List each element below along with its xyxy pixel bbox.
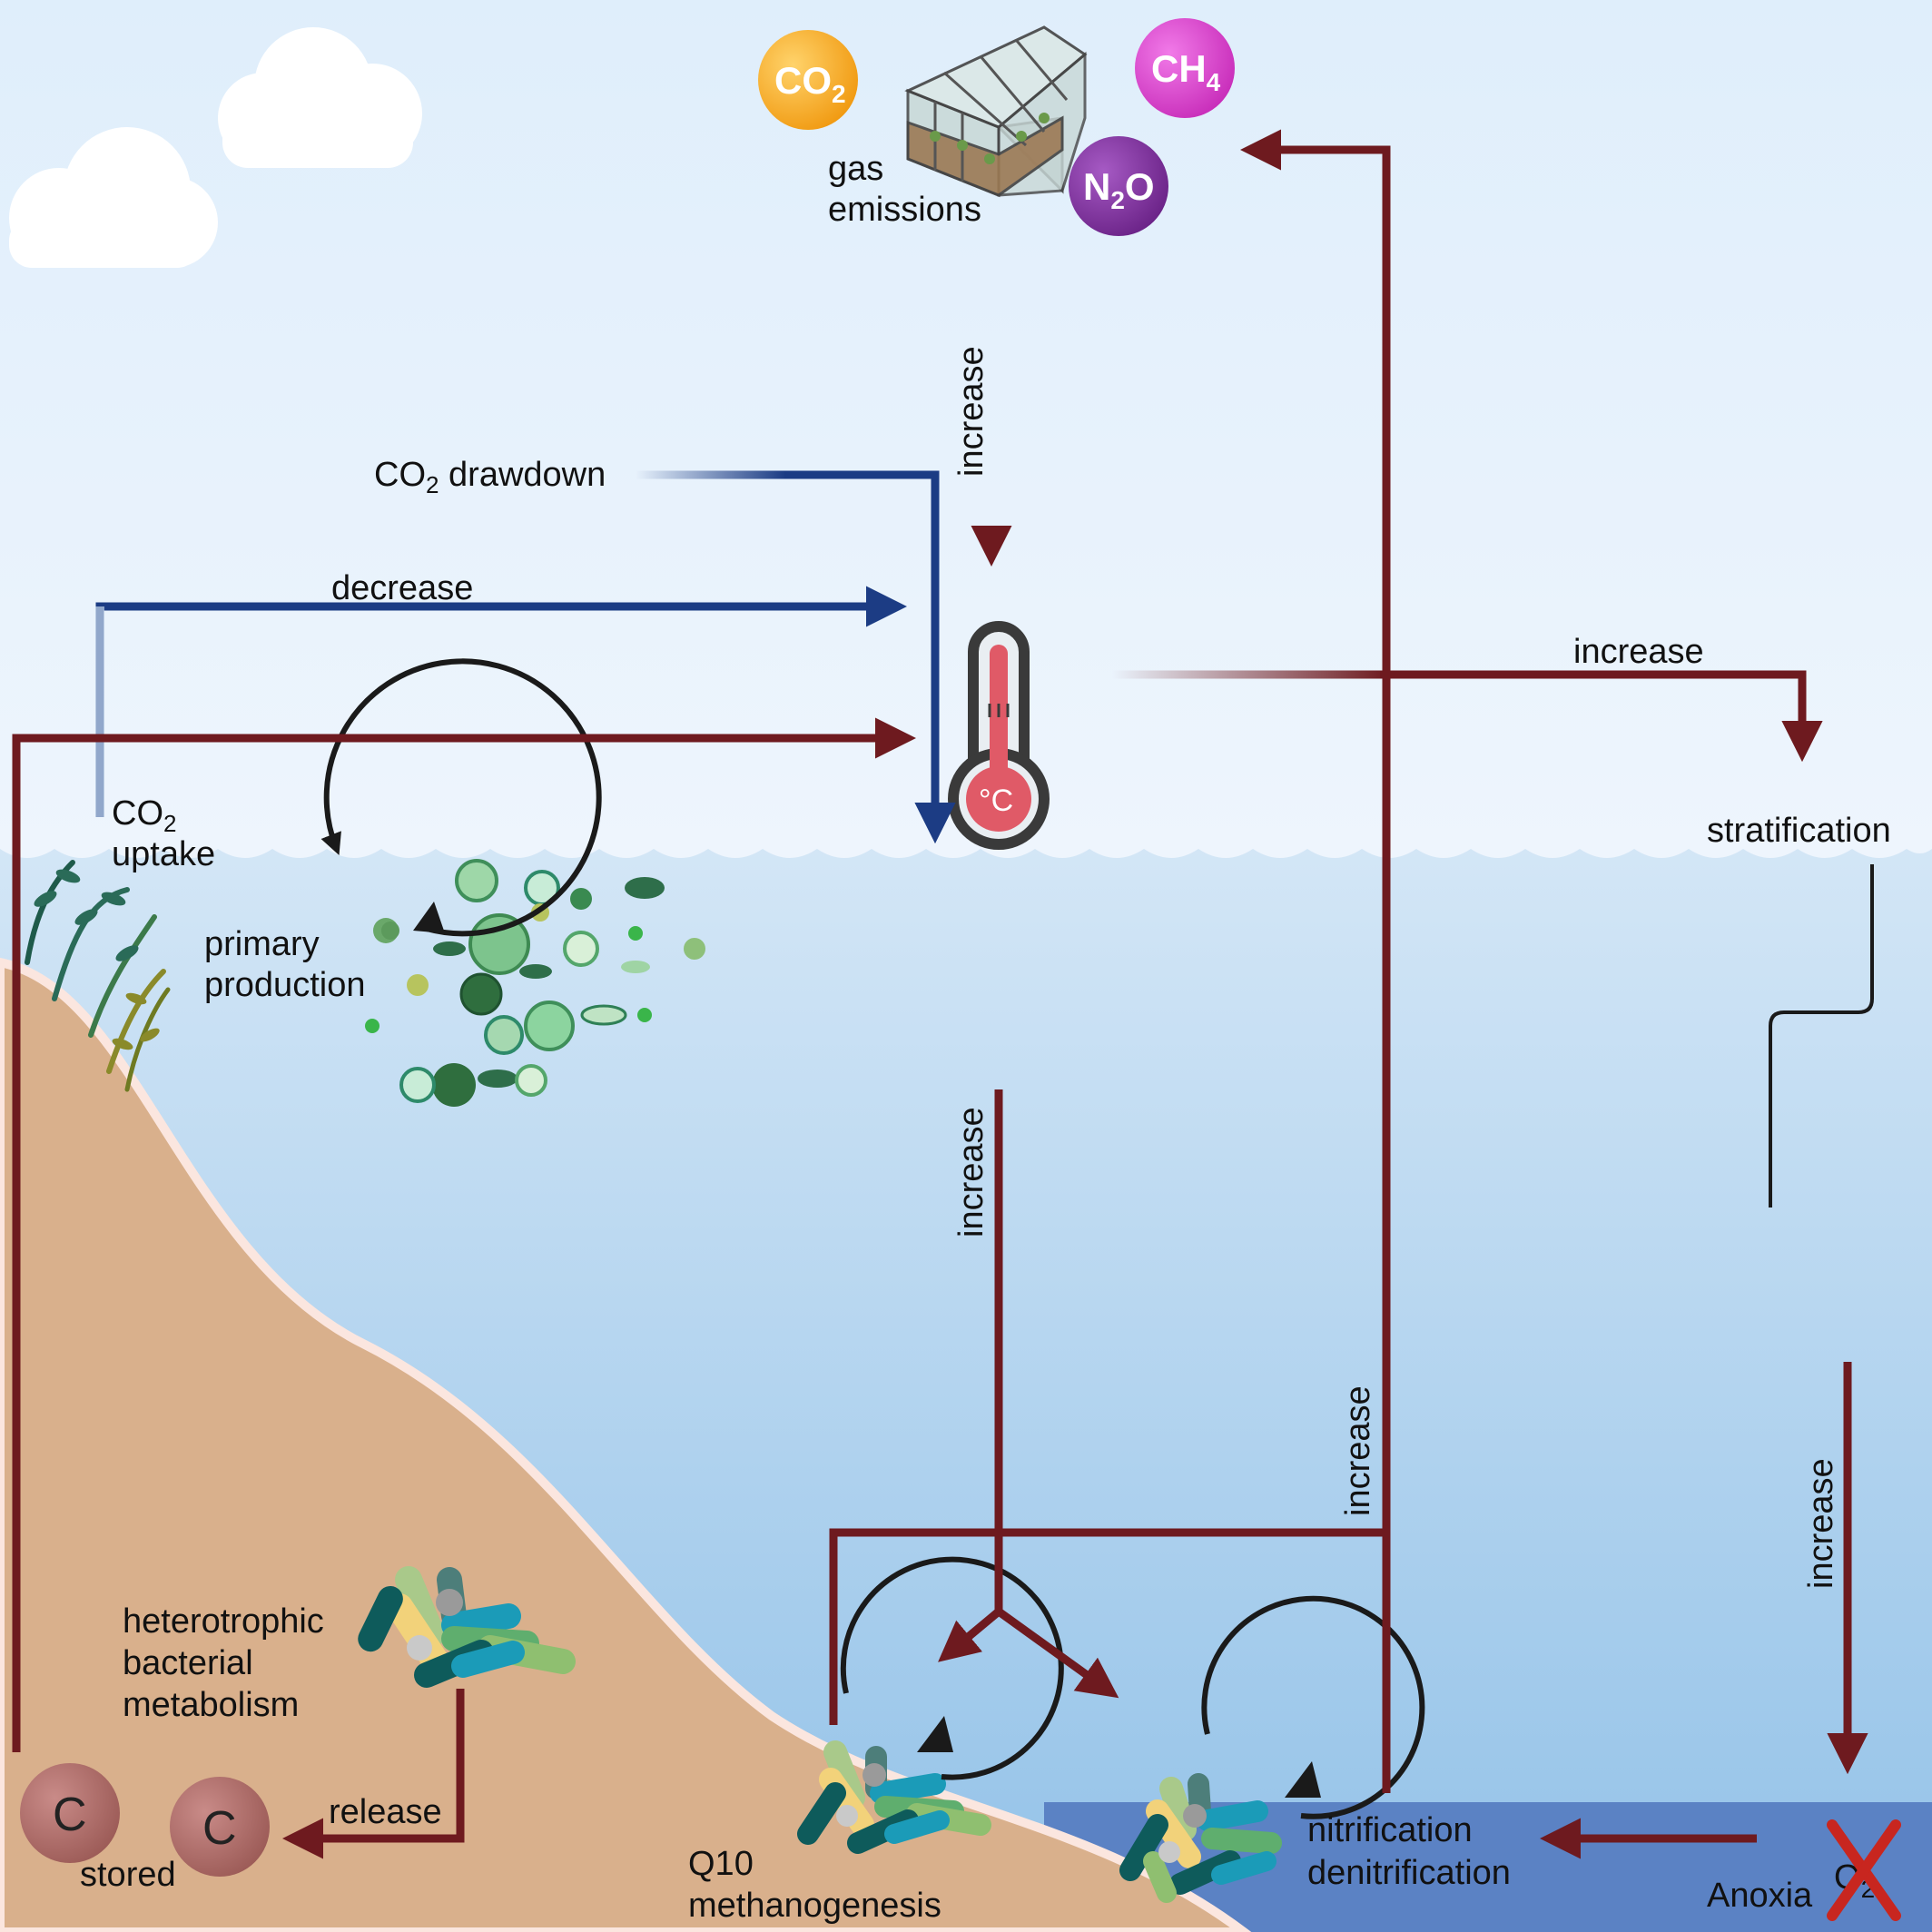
increase-label: increase bbox=[952, 1107, 991, 1237]
nitrification-denitrification-label: denitrification bbox=[1307, 1854, 1511, 1892]
svg-text:CO2: CO2 bbox=[774, 59, 846, 108]
nitrification-denitrification-label: nitrification bbox=[1307, 1811, 1473, 1849]
bacteria-cluster-icon bbox=[797, 1740, 991, 1854]
heterotrophic-metabolism-label: heterotrophic bbox=[123, 1602, 324, 1641]
cloud-icon bbox=[9, 27, 422, 268]
ch4-gas-bubble-icon: CH4 bbox=[1135, 18, 1235, 118]
q10-methanogenesis-label: Q10 bbox=[688, 1845, 754, 1883]
anoxia-label: Anoxia bbox=[1707, 1877, 1813, 1915]
q10-to-emissions-connector bbox=[829, 1528, 1386, 1725]
increase-label: increase bbox=[952, 346, 991, 477]
phytoplankton-cluster-icon bbox=[365, 859, 705, 1107]
co2-uptake-label: CO2 bbox=[112, 794, 176, 837]
release-label: release bbox=[329, 1793, 442, 1831]
q10-methanogenesis-label: methanogenesis bbox=[688, 1887, 941, 1925]
co2-drawdown-label: CO2 drawdown bbox=[374, 456, 606, 498]
thermometer-unit-label: °C bbox=[979, 784, 1013, 818]
released-carbon-icon: C bbox=[170, 1777, 270, 1877]
nitrification-cycle-arrowhead bbox=[1285, 1761, 1321, 1798]
bacteria-cluster-icon bbox=[358, 1566, 576, 1688]
bacteria-cluster-icon bbox=[1119, 1773, 1282, 1903]
sediment-to-temperature-arrow bbox=[12, 717, 916, 1752]
primary-production-label: production bbox=[204, 966, 365, 1004]
increase-label: increase bbox=[1802, 1458, 1840, 1589]
q10-cycle-arrow bbox=[840, 1556, 1064, 1780]
svg-text:C: C bbox=[53, 1789, 87, 1841]
increase-label: increase bbox=[1339, 1385, 1377, 1516]
stored-carbon-icon: C bbox=[20, 1763, 120, 1863]
q10-cycle-arrowhead bbox=[917, 1716, 953, 1752]
svg-text:CH4: CH4 bbox=[1151, 47, 1221, 96]
primary-production-label: primary bbox=[204, 925, 320, 963]
stratification-label: stratification bbox=[1707, 812, 1891, 850]
svg-text:N2O: N2O bbox=[1083, 165, 1155, 214]
stored-label: stored bbox=[80, 1856, 176, 1894]
stratification-bracket bbox=[1769, 864, 1874, 1208]
co2-gas-bubble-icon: CO2 bbox=[758, 30, 858, 130]
decrease-label: decrease bbox=[331, 569, 473, 607]
nitrification-to-emissions-arrow bbox=[1240, 129, 1391, 1793]
no-oxygen-icon: O2 bbox=[1827, 1819, 1901, 1921]
split-to-q10-arrow bbox=[938, 1608, 1001, 1662]
seaweed-icon bbox=[25, 860, 171, 1092]
sediment-slope bbox=[0, 957, 1252, 1932]
gas-emissions-label: gas bbox=[828, 150, 883, 188]
thermometer-icon: °C bbox=[948, 621, 1050, 850]
greenhouse-icon bbox=[904, 25, 1088, 198]
increase-label: increase bbox=[1573, 633, 1704, 671]
heterotrophic-metabolism-label: bacterial bbox=[123, 1644, 253, 1682]
co2-uptake-label: uptake bbox=[112, 835, 215, 873]
split-to-nitrification-arrow bbox=[996, 1608, 1119, 1699]
heterotrophic-metabolism-label: metabolism bbox=[123, 1686, 299, 1724]
svg-text:C: C bbox=[202, 1802, 237, 1855]
bacteria-release-arrow bbox=[282, 1689, 465, 1859]
primary-cycle-arrowhead bbox=[413, 902, 445, 933]
n2o-gas-bubble-icon: N2O bbox=[1069, 136, 1168, 236]
gas-emissions-label: emissions bbox=[828, 191, 981, 229]
